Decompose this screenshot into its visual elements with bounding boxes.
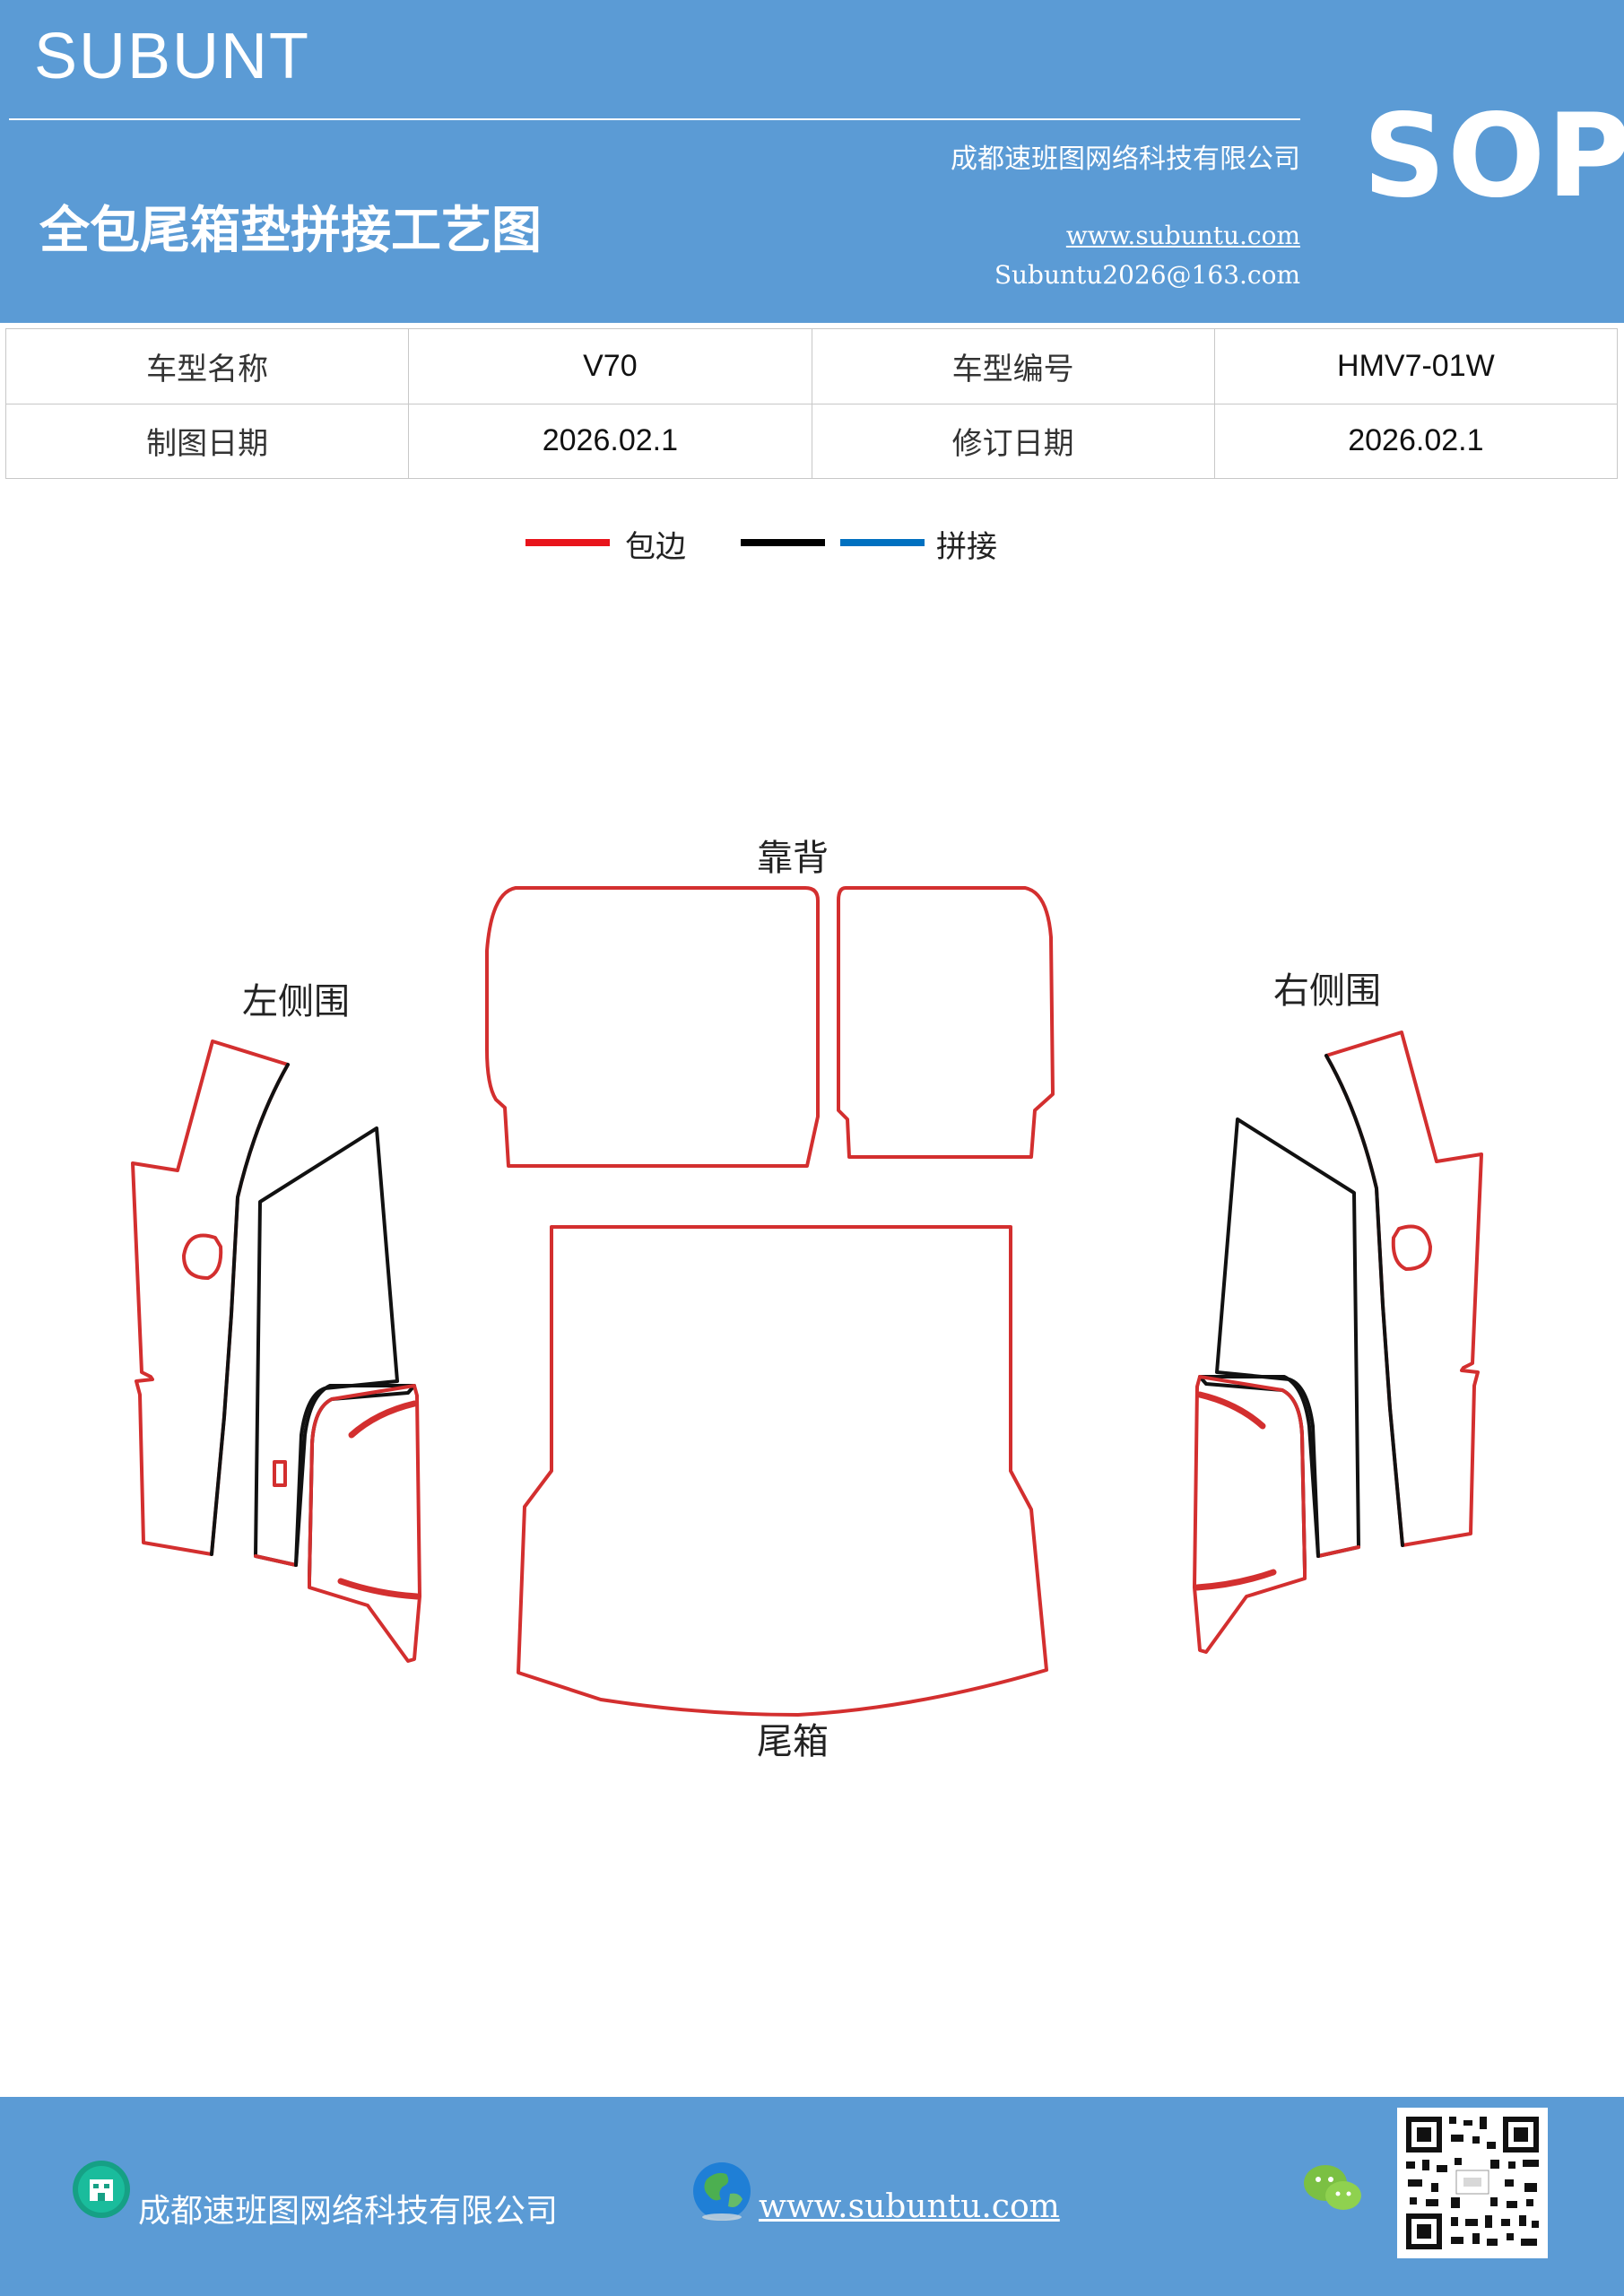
left-inner-panel-seam [254, 1126, 399, 1567]
legend-swatch-seam [741, 539, 825, 546]
header-divider [9, 118, 1300, 120]
left-arch-strip-bottom [337, 1578, 421, 1600]
header-website-link[interactable]: www.subuntu.com [1065, 221, 1300, 250]
left-wheel-arch-seam [294, 1384, 416, 1580]
left-wheel-arch-cover [308, 1384, 421, 1663]
right-wheel-arch-seam [1198, 1375, 1320, 1571]
model-name-value: V70 [408, 328, 812, 404]
brand-name: SUBUNT [34, 21, 311, 92]
document-title: 全包尾箱垫拼接工艺图 [39, 202, 542, 260]
backrest-right-panel [837, 886, 1055, 1159]
right-arch-strip-top [1196, 1391, 1266, 1430]
right-inner-panel-seam [1215, 1118, 1360, 1558]
draw-date-value: 2026.02.1 [408, 403, 812, 479]
building-icon [73, 2161, 130, 2218]
left-arch-strip-top [348, 1400, 418, 1439]
header-company: 成都速班图网络科技有限公司 [951, 144, 1300, 175]
legend-label-splice: 拼接 [936, 529, 997, 565]
footer-website-link[interactable]: www.subuntu.com [759, 2188, 1060, 2225]
backrest-left-panel [485, 886, 820, 1168]
footer-company: 成都速班图网络科技有限公司 [138, 2193, 559, 2230]
left-outer-seam [210, 1063, 290, 1556]
header-email: Subuntu2026@163.com [994, 260, 1300, 290]
label-right-side: 右侧围 [1273, 970, 1381, 1012]
table-row: 车型名称 V70 车型编号 HMV7-01W [4, 328, 1619, 404]
right-inner-panel-edge [1316, 1545, 1360, 1558]
left-outer-panel [131, 1039, 290, 1556]
right-outer-seam [1324, 1054, 1404, 1547]
model-code-value: HMV7-01W [1213, 328, 1619, 404]
right-wheel-arch-cover [1193, 1375, 1307, 1654]
revise-date-value: 2026.02.1 [1213, 403, 1619, 479]
sop-badge: SOP [1363, 90, 1624, 223]
model-code-label: 车型编号 [811, 328, 1215, 404]
qr-code [1397, 2108, 1548, 2258]
right-arch-strip-bottom [1194, 1569, 1277, 1591]
legend-swatch-splice [840, 539, 925, 546]
globe-icon [693, 2162, 751, 2221]
legend-label-edge: 包边 [625, 529, 686, 565]
label-trunk: 尾箱 [757, 1721, 829, 1762]
legend-swatch-edge [525, 539, 610, 546]
wechat-icon [1304, 2165, 1361, 2210]
label-left-side: 左侧围 [242, 981, 350, 1022]
right-round-hole [1391, 1224, 1432, 1271]
left-small-slot [273, 1460, 287, 1487]
model-name-label: 车型名称 [4, 328, 410, 404]
trunk-floor-panel [517, 1225, 1048, 1717]
info-table: 车型名称 V70 车型编号 HMV7-01W 制图日期 2026.02.1 修订… [4, 328, 1619, 479]
table-row: 制图日期 2026.02.1 修订日期 2026.02.1 [4, 403, 1619, 479]
draw-date-label: 制图日期 [4, 403, 410, 479]
left-round-hole [182, 1233, 223, 1280]
footer-bar: 成都速班图网络科技有限公司 www.subuntu.com [0, 2097, 1624, 2296]
header-banner: SUBUNT 成都速班图网络科技有限公司 全包尾箱垫拼接工艺图 www.subu… [0, 0, 1624, 323]
left-inner-panel-edge [254, 1554, 298, 1567]
right-outer-panel [1324, 1031, 1483, 1547]
label-backrest: 靠背 [757, 838, 829, 879]
trunk-mat-diagram: 靠背 左侧围 右侧围 尾箱 [131, 838, 1483, 1762]
revise-date-label: 修订日期 [811, 403, 1215, 479]
legend: 包边 拼接 [0, 520, 1624, 574]
